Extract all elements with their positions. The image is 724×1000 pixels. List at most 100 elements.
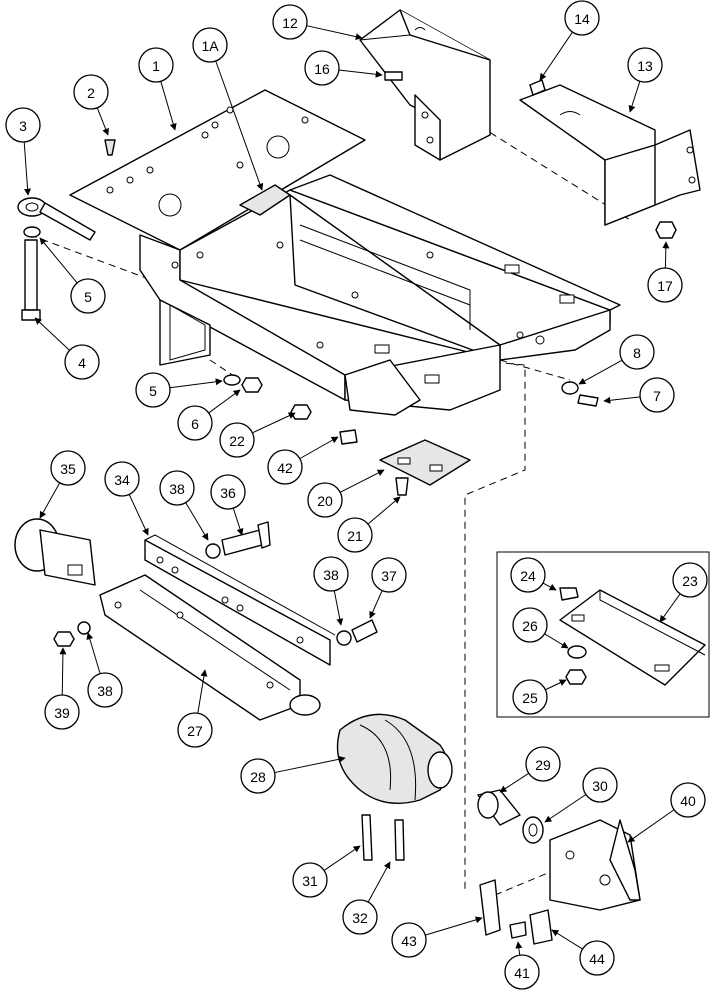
callout-label: 40 (680, 793, 696, 809)
callout-layer: 11A2345567812131416172021222324252627282… (5, 0, 708, 990)
callout-label: 24 (520, 568, 536, 584)
callout-circle (192, 27, 228, 63)
callout-label: 38 (169, 481, 185, 497)
callout-leader (323, 845, 361, 871)
callout-leader (197, 669, 208, 714)
callout-7: 7 (603, 377, 675, 413)
callout-35: 35 (39, 450, 86, 519)
callout-leader (338, 69, 383, 78)
callout-4: 4 (34, 317, 100, 380)
callout-label: 20 (317, 493, 333, 509)
callout-label: 38 (323, 567, 339, 583)
callout-label: 14 (574, 11, 590, 27)
callout-label: 35 (60, 461, 76, 477)
callout-circle (159, 470, 195, 506)
callout-circle (342, 899, 378, 935)
callout-leader (86, 632, 101, 674)
callout-circle (267, 449, 303, 485)
callout-leader (160, 81, 177, 131)
callout-circle (619, 334, 655, 370)
callout-circle (313, 556, 349, 592)
callout-44: 44 (551, 929, 615, 976)
callout-label: 5 (84, 289, 92, 305)
callout-label: 5 (149, 383, 157, 399)
callout-leader (627, 809, 675, 843)
callout-12: 12 (272, 4, 363, 41)
callout-label: 44 (589, 951, 605, 967)
callout-label: 39 (54, 705, 70, 721)
callout-label: 43 (401, 933, 417, 949)
callout-label: 28 (250, 769, 266, 785)
callout-label: 21 (347, 528, 363, 544)
callout-leader (299, 436, 339, 460)
callout-1a: 1A (192, 27, 264, 191)
callout-28: 28 (240, 755, 346, 794)
callout-label: 12 (282, 15, 298, 31)
callout-label: 37 (381, 568, 397, 584)
inset-detail (496, 551, 710, 718)
callout-1: 1 (138, 47, 177, 131)
callout-circle (138, 47, 174, 83)
callout-label: 31 (302, 873, 318, 889)
callout-label: 29 (535, 757, 551, 773)
callout-leader (306, 25, 363, 41)
callout-circle (177, 405, 213, 441)
callout-label: 34 (114, 472, 130, 488)
callout-circle (272, 4, 308, 40)
callout-circle (579, 940, 615, 976)
callout-label: 27 (187, 723, 203, 739)
callout-leader (208, 389, 241, 414)
callout-27: 27 (177, 669, 213, 748)
alignment-lines (29, 119, 631, 896)
callout-leader (39, 482, 61, 519)
callout-circle (670, 782, 706, 818)
callout-17: 17 (647, 241, 683, 303)
cover-13 (519, 84, 701, 226)
callout-circle (104, 461, 140, 497)
callout-circle (525, 746, 561, 782)
callout-leader (515, 941, 523, 956)
callout-leader (369, 590, 383, 619)
callout-leader (628, 81, 641, 113)
callout-circle (510, 557, 546, 593)
callout-label: 41 (514, 965, 530, 981)
callout-leader (185, 502, 209, 541)
callout-circle (512, 679, 548, 715)
callout-24: 24 (510, 557, 557, 593)
callout-label: 6 (191, 416, 199, 432)
callout-40: 40 (627, 782, 706, 843)
callout-leader (215, 60, 264, 191)
callout-circle (70, 278, 106, 314)
callout-leader (59, 647, 67, 696)
callout-circle (87, 672, 123, 708)
callout-circle (337, 517, 373, 553)
callout-label: 4 (78, 355, 86, 371)
callout-23: 23 (659, 562, 708, 623)
callout-label: 2 (87, 85, 95, 101)
callout-leader (367, 861, 391, 903)
callout-circle (292, 862, 328, 898)
callout-circle (647, 267, 683, 303)
callout-circle (504, 954, 540, 990)
callout-circle (44, 694, 80, 730)
callout-25: 25 (512, 679, 567, 715)
callout-circle (219, 422, 255, 458)
callout-circle (210, 474, 246, 510)
callout-37: 37 (369, 557, 407, 619)
callout-22: 22 (219, 412, 296, 458)
lower-assembly (14, 518, 641, 945)
callout-34: 34 (104, 461, 149, 536)
callout-circle (582, 767, 618, 803)
callout-circle (5, 107, 41, 143)
callout-leader (544, 794, 587, 823)
callout-leader (542, 582, 557, 591)
hardware (17, 71, 677, 496)
callout-circle (371, 557, 407, 593)
callout-13: 13 (627, 47, 663, 113)
callout-label: 36 (220, 485, 236, 501)
callout-circle (64, 344, 100, 380)
callout-38: 38 (86, 632, 123, 708)
callout-label: 13 (637, 58, 653, 74)
callout-label: 32 (352, 910, 368, 926)
